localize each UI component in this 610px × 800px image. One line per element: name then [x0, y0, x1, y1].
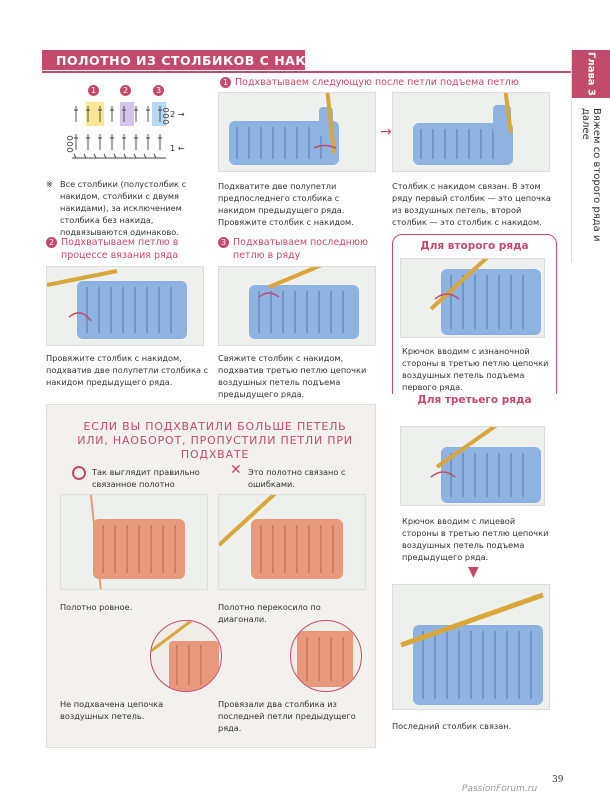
third-row-photo: [400, 426, 545, 506]
step-1-caption-b: Столбик с накидом связан. В этом ряду пе…: [392, 181, 551, 227]
wrong-caption: Полотно перекосило по диагонали.: [218, 602, 321, 624]
second-row-caption: Крючок вводим с изнаночной стороны в тре…: [402, 346, 549, 392]
extra-caption: Провязали два столбика из последней петл…: [218, 699, 356, 733]
title-divider: [42, 71, 582, 73]
diagram-num-2: 2: [120, 85, 131, 96]
correct-photo: [60, 494, 208, 590]
chapter-label: Глава 3: [585, 52, 597, 96]
correct-circle-icon: [72, 466, 86, 480]
second-row-heading: Для второго ряда: [420, 240, 529, 252]
step-1-heading: 1 Подхватываем следующую после петли под…: [220, 76, 520, 89]
missed-caption: Не подхвачена цепочка воздушных петель.: [60, 699, 164, 721]
wrong-label: Это полотно связано с ошибками.: [248, 467, 346, 489]
note-text: Все столбики (полустолбик с накидом, сто…: [60, 179, 187, 237]
step-3-caption: Свяжите столбик с накидом, подхватив тре…: [218, 353, 367, 399]
row-label-1: 1 ←: [170, 143, 185, 153]
note-symbol: ※: [46, 179, 53, 189]
chapter-tab: Глава 3: [572, 50, 610, 98]
section-title-bar: ПОЛОТНО ИЗ СТОЛБИКОВ С НАКИДОМ: [42, 50, 352, 70]
final-photo: [392, 584, 550, 710]
mistakes-title: ЕСЛИ ВЫ ПОДХВАТИЛИ БОЛЬШЕ ПЕТЕЛЬ ИЛИ, НА…: [77, 420, 353, 461]
page-number: 39: [552, 775, 564, 785]
step-1-caption-a: Подхватите две полупетли предпоследнего …: [218, 181, 354, 227]
step-2-photo: [46, 266, 204, 346]
watermark: PassionForum.ru: [462, 784, 538, 794]
step-3-heading: 3 Подхватываем последнюю петлю в ряду: [218, 236, 378, 262]
side-running-head: Вяжем со второго ряда и далее: [580, 108, 602, 242]
wrong-cross-icon: ✕: [230, 462, 242, 478]
step-1-arrow-icon: →: [380, 124, 392, 140]
wrong-photo: [218, 494, 366, 590]
diagram-num-1: 1: [88, 85, 99, 96]
step-2-caption: Провяжите столбик с накидом, подхватив д…: [46, 353, 209, 387]
step-1-photo-a: [218, 92, 376, 172]
third-row-caption: Крючок вводим с лицевой стороны в третью…: [402, 516, 549, 562]
step-3-photo: [218, 266, 376, 346]
missed-loop-detail: [150, 620, 222, 692]
correct-label: Так выглядит правильно связанное полотно: [92, 467, 200, 489]
down-arrow-icon: ▼: [468, 564, 479, 580]
step-1-photo-b: [392, 92, 550, 172]
side-divider: [571, 50, 572, 262]
row-label-2: 2 →: [170, 109, 185, 119]
correct-caption: Полотно ровное.: [60, 602, 133, 612]
second-row-photo: [400, 258, 545, 338]
final-caption: Последний столбик связан.: [392, 721, 512, 731]
step-2-heading: 2 Подхватываем петлю в процессе вязания …: [46, 236, 206, 262]
section-title: ПОЛОТНО ИЗ СТОЛБИКОВ С НАКИДОМ: [56, 53, 353, 68]
extra-loop-detail: [290, 620, 362, 692]
diagram-num-3: 3: [153, 85, 164, 96]
third-row-heading: Для третьего ряда: [392, 394, 557, 406]
stitch-diagram: 1 2 3 2 → 1 ←: [48, 80, 198, 170]
